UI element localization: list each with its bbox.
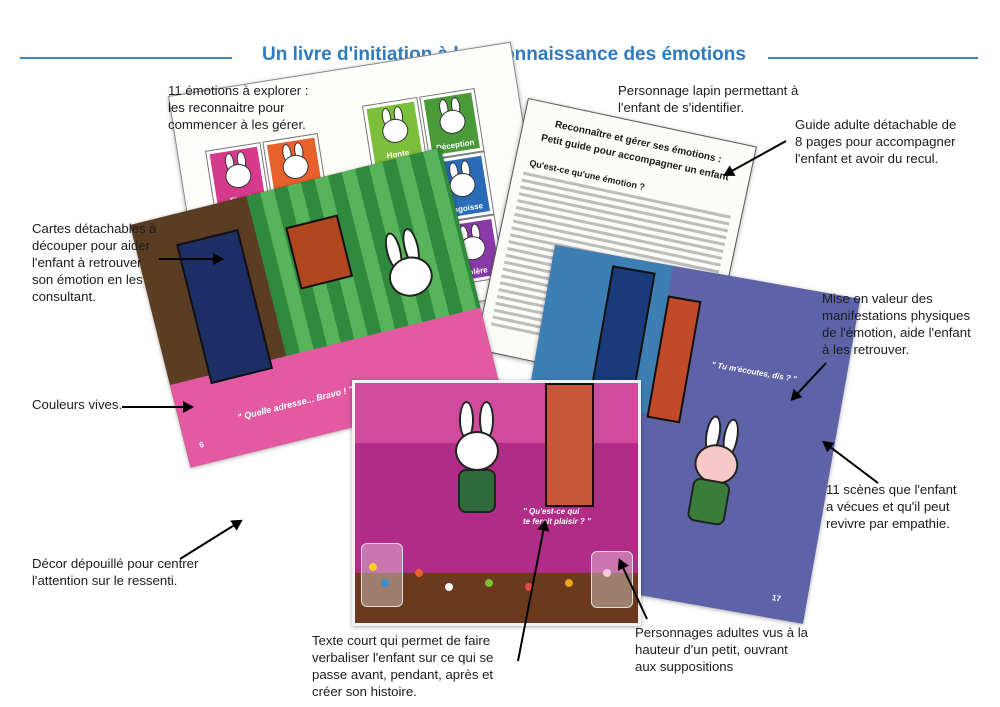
caption-emotions: 11 émotions à explorer :les reconnaitre … bbox=[168, 83, 309, 132]
arrow-icon bbox=[122, 401, 194, 413]
scene-bubble-line-1: " Qu'est-ce qui bbox=[523, 507, 580, 516]
title-rule-left bbox=[20, 57, 232, 59]
page-number: 17 bbox=[771, 593, 782, 604]
scene-illustration-center: " Qu'est-ce qui te ferait plaisir ? " bbox=[352, 380, 641, 626]
emotion-card: Déception bbox=[420, 89, 484, 159]
caption-colors: Couleurs vives. bbox=[32, 397, 123, 412]
title-rule-right bbox=[768, 57, 978, 59]
arrow-icon bbox=[179, 519, 242, 560]
scene-bubble-line-2: te ferait plaisir ? " bbox=[523, 517, 591, 526]
arrow-icon bbox=[159, 253, 224, 265]
scene-bubble: " Tu m'écoutes, dis ? " bbox=[710, 360, 798, 384]
